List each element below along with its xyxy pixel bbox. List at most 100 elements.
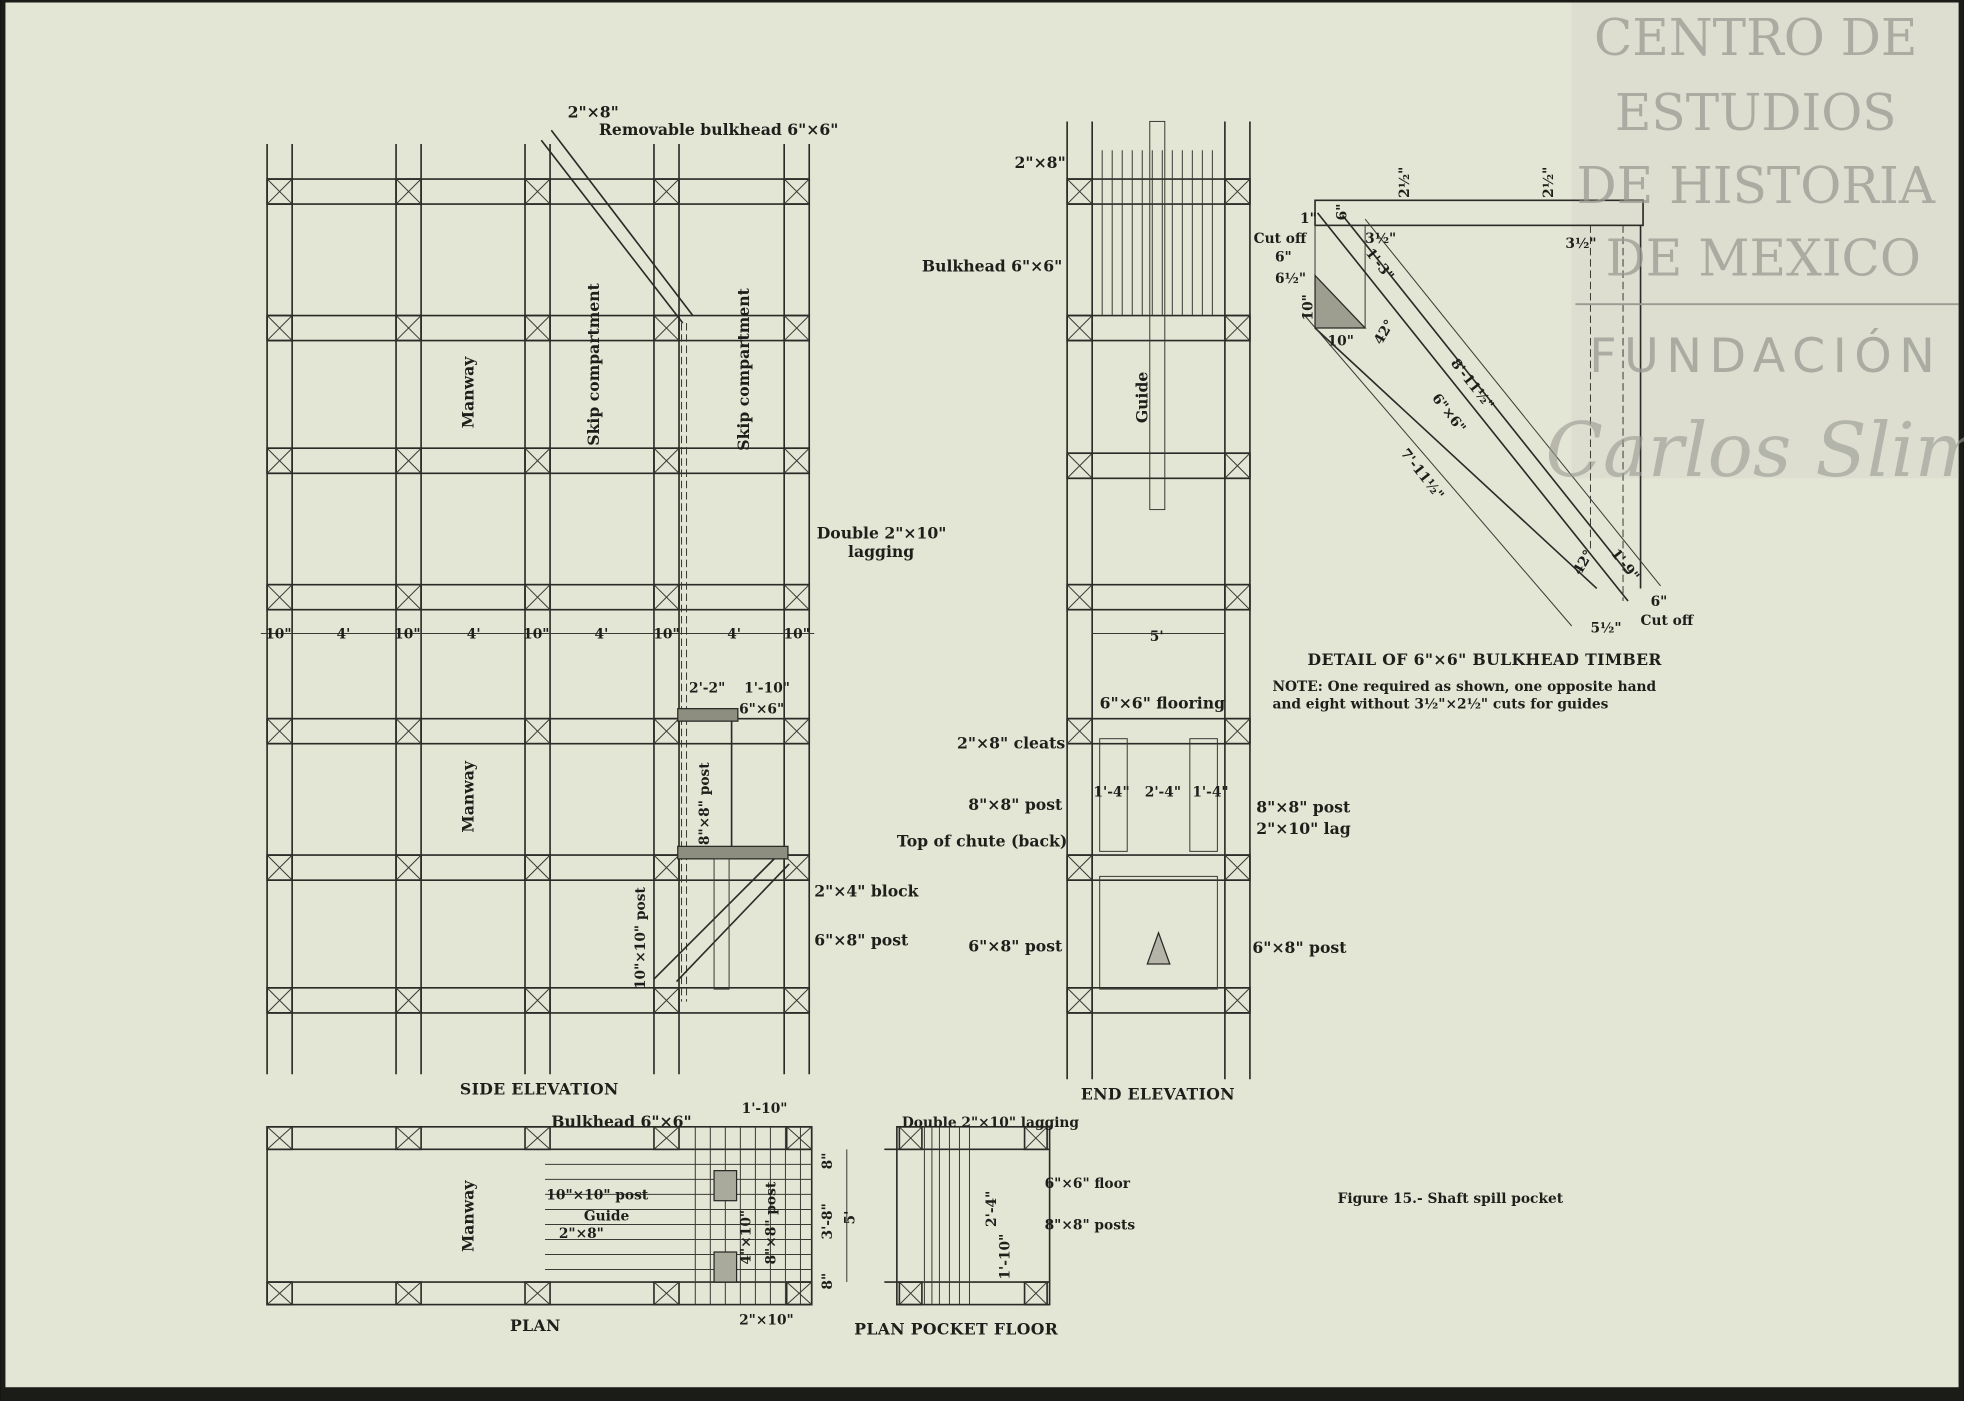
timber-end-box bbox=[1224, 854, 1251, 881]
figure-caption: Figure 15.- Shaft spill pocket bbox=[1338, 1191, 1564, 1207]
width-5-label: 5' bbox=[1150, 629, 1164, 645]
end-elevation bbox=[1066, 120, 1251, 1080]
detail-6half: 6½" bbox=[1275, 271, 1306, 287]
plan-dim-8a: 8" bbox=[820, 1153, 836, 1170]
timber-cross bbox=[524, 315, 551, 341]
timber-end-box bbox=[395, 447, 422, 475]
end-elevation-title: END ELEVATION bbox=[1081, 1084, 1235, 1103]
timber-end-box bbox=[524, 1125, 551, 1151]
timber-end-box bbox=[524, 314, 551, 342]
dimension-label: 4' bbox=[727, 627, 741, 643]
ppf-lagging-label: Double 2"×10" lagging bbox=[902, 1115, 1080, 1131]
timber-cross bbox=[653, 178, 680, 205]
timber-cross bbox=[899, 1126, 923, 1150]
timber-end-box bbox=[395, 717, 422, 745]
double-lagging-label-1: Double 2"×10" bbox=[817, 523, 947, 542]
guide-rail bbox=[1149, 120, 1166, 511]
plan-dim-5: 5' bbox=[842, 1211, 858, 1225]
timber-cross bbox=[1024, 1281, 1048, 1305]
timber-cross bbox=[395, 718, 422, 745]
timber-cross bbox=[1224, 452, 1251, 479]
detail-cut-off-top: Cut off bbox=[1254, 231, 1308, 247]
timber-end-box bbox=[266, 987, 293, 1014]
timber-end-box bbox=[524, 987, 551, 1014]
timber-cross bbox=[653, 315, 680, 341]
timber-end-box bbox=[783, 314, 811, 342]
bulkhead-timber bbox=[550, 129, 694, 317]
timber-end-box bbox=[783, 854, 811, 881]
cleats-label: 2"×8" cleats bbox=[957, 734, 1065, 753]
timber-cross bbox=[266, 447, 293, 474]
timber-cross bbox=[395, 584, 422, 611]
timber-end-box bbox=[266, 314, 293, 342]
timber-cross bbox=[783, 315, 810, 341]
detail-6in-bottom: 6" bbox=[1651, 594, 1668, 610]
timber-end-box bbox=[1224, 314, 1251, 342]
timber-end-box bbox=[1066, 314, 1093, 342]
dim-1-4-b: 1'-4" bbox=[1192, 784, 1228, 800]
timber-end-box bbox=[1224, 178, 1251, 205]
timber-end-box bbox=[395, 854, 422, 881]
post-6x8-label: 6"×8" post bbox=[814, 930, 909, 949]
detail-3half-b: 3½" bbox=[1565, 236, 1596, 252]
watermark-line-3: DE HISTORIA bbox=[1576, 157, 1935, 215]
chute bbox=[1099, 875, 1218, 990]
plan-2x8: 2"×8" bbox=[559, 1226, 604, 1242]
timber-end-box bbox=[1066, 178, 1093, 205]
timber-end-box bbox=[395, 1125, 422, 1151]
timber-end-box bbox=[653, 717, 680, 745]
timber-end-box bbox=[783, 987, 811, 1014]
detail-note-1: NOTE: One required as shown, one opposit… bbox=[1272, 679, 1656, 695]
timber-cross bbox=[783, 718, 810, 745]
timber-end-box bbox=[783, 583, 811, 611]
dim-2-4: 2'-4" bbox=[1145, 784, 1181, 800]
plan-view bbox=[266, 1125, 848, 1306]
timber-end-box bbox=[1066, 583, 1093, 611]
timber-end-box bbox=[653, 314, 680, 342]
timber-cross bbox=[1224, 584, 1251, 611]
timber-cross bbox=[1066, 584, 1093, 611]
timber-cross bbox=[1224, 178, 1251, 205]
timber-cross bbox=[1066, 178, 1093, 205]
timber-cross bbox=[786, 1126, 813, 1150]
dimension-label: 4' bbox=[467, 627, 481, 643]
plan-pocket-floor-view bbox=[884, 1125, 1051, 1306]
plan-2x10: 2"×10" bbox=[739, 1313, 794, 1329]
timber-cross bbox=[1066, 315, 1093, 341]
plan-dim-8b: 8" bbox=[820, 1273, 836, 1290]
manway-lower-label: Manway bbox=[459, 760, 478, 832]
detail-2half-a: 2½" bbox=[1397, 167, 1413, 198]
timber-cross bbox=[1066, 718, 1093, 745]
timber-cross bbox=[1024, 1126, 1048, 1150]
timber-end-box bbox=[524, 717, 551, 745]
ppf-outline bbox=[896, 1125, 1051, 1306]
dimension-label: 10" bbox=[784, 627, 810, 643]
chute-gate bbox=[1146, 930, 1171, 965]
timber-cross bbox=[395, 987, 422, 1014]
timber-cross bbox=[783, 987, 810, 1014]
plan-dim-1-10: 1'-10" bbox=[742, 1101, 788, 1117]
timber-cross bbox=[653, 1126, 680, 1150]
plan-title: PLAN bbox=[510, 1316, 561, 1335]
timber-cross bbox=[653, 584, 680, 611]
timber-cross bbox=[524, 854, 551, 881]
pocket-beam bbox=[677, 708, 739, 722]
manway-upper-label: Manway bbox=[459, 356, 478, 428]
timber-end-box bbox=[266, 1125, 293, 1151]
ppf-dim-1-10: 1'-10" bbox=[998, 1234, 1014, 1280]
timber-cross bbox=[1224, 854, 1251, 881]
dimension-label: 10" bbox=[265, 627, 291, 643]
chute-post bbox=[1189, 738, 1218, 852]
plan-guide: Guide bbox=[584, 1209, 630, 1225]
timber-end-box bbox=[653, 1281, 680, 1306]
lag-2x10-label: 2"×10" lag bbox=[1256, 819, 1351, 838]
post-10x10-label: 10"×10" post bbox=[633, 887, 649, 990]
block-2x4-label: 2"×4" block bbox=[814, 881, 919, 900]
timber-end-box bbox=[266, 447, 293, 475]
guide-label: Guide bbox=[1132, 372, 1151, 424]
timber-end-box bbox=[1066, 987, 1093, 1014]
detail-title: DETAIL OF 6"×6" BULKHEAD TIMBER bbox=[1308, 650, 1663, 669]
timber-end-box bbox=[266, 583, 293, 611]
timber-cross bbox=[266, 584, 293, 611]
